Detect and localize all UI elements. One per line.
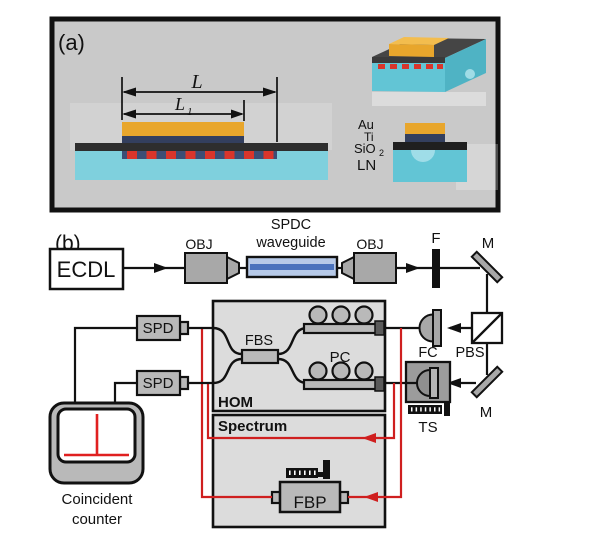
beam-arrow-right — [154, 263, 168, 273]
fc-lens-dome — [418, 313, 434, 343]
spd-bottom-box — [135, 369, 182, 397]
spd-bottom-port — [178, 375, 190, 391]
mirror-bottom-label: M — [480, 404, 493, 421]
fbp-label: FBP — [293, 493, 326, 512]
fbs-splitter — [240, 348, 280, 365]
ts-plate — [429, 367, 439, 399]
mirror-top-label: M — [482, 235, 495, 252]
beam-arrow-left — [447, 323, 461, 333]
au-electrode — [122, 122, 244, 136]
ti-layer — [122, 136, 244, 143]
legend-au: Au — [358, 117, 374, 132]
legend-ti: Ti — [364, 130, 374, 144]
front-waveguide-dome — [411, 150, 435, 162]
spdc-label-line2: waveguide — [255, 235, 325, 251]
filter-label: F — [431, 230, 440, 247]
spd-bottom — [135, 369, 190, 397]
3d-side-face — [445, 39, 486, 92]
spd-bottom-label: SPD — [143, 375, 174, 392]
legend-sio2-sub: 2 — [379, 148, 384, 158]
objective-right — [341, 252, 397, 284]
3d-sio2-edge — [372, 57, 445, 63]
fbp-knob — [323, 460, 330, 479]
spd-top-label: SPD — [143, 320, 174, 337]
sio2-layer — [75, 143, 328, 151]
layer-legend: Au Ti SiO 2 LN — [354, 117, 384, 174]
poled-region-strip — [122, 151, 277, 159]
dimension-lines: L L 1 — [121, 71, 278, 142]
dim-label-L: L — [190, 71, 202, 93]
spd-top-port — [178, 320, 190, 336]
front-sio2-layer — [393, 142, 467, 150]
fbp-ruler — [286, 468, 318, 478]
arrowhead — [231, 109, 244, 119]
ecdl-box — [48, 247, 125, 291]
3d-waveguide-port — [465, 69, 475, 79]
spd-top-box — [135, 314, 182, 342]
mirror-top — [470, 250, 504, 284]
fiber-coupler-fc — [385, 309, 442, 347]
ecdl-label: ECDL — [57, 257, 116, 282]
3d-poling-dashes — [378, 64, 443, 69]
fbp-body — [278, 480, 342, 514]
pc-label: PC — [330, 349, 351, 366]
spdc-waveguide-chip — [245, 255, 339, 279]
3d-au-front — [389, 44, 434, 57]
spdc-label-line1: SPDC — [271, 217, 311, 233]
fc-label: FC — [418, 345, 437, 361]
legend-ln: LN — [357, 157, 376, 174]
ts-knob — [444, 403, 450, 416]
counter-wire-bottom — [113, 381, 137, 403]
coincidence-counter — [48, 401, 145, 485]
legend-sio2: SiO — [354, 141, 376, 156]
pbs-cube — [470, 311, 504, 345]
ts-lens-dome — [416, 368, 431, 398]
red-path-spectrum — [206, 383, 396, 440]
pbs-label: PBS — [455, 345, 484, 361]
spdc-waveguide-core — [250, 264, 334, 270]
fbp-ruler-ticks — [289, 470, 316, 475]
waveguide-cross-section — [75, 122, 328, 180]
arrowhead — [122, 109, 136, 119]
device-front-view — [393, 123, 467, 182]
front-ti-layer — [405, 134, 445, 142]
fbp-knob-arm — [317, 472, 324, 477]
dim-label-L1-sub: 1 — [187, 106, 193, 118]
red-arrow-left — [364, 492, 378, 502]
3d-au-top — [389, 37, 449, 45]
translation-stage-ts — [385, 360, 452, 416]
panel-a-label: (a) — [58, 30, 85, 55]
poled-region-dashes — [127, 151, 274, 159]
spectrum-label: Spectrum — [218, 418, 287, 435]
3d-reflection — [372, 92, 486, 106]
fc-plate — [432, 309, 442, 347]
objective-left — [184, 252, 240, 284]
arrowhead — [122, 87, 136, 97]
counter-wire-top — [73, 326, 137, 403]
mirror-bottom — [470, 365, 504, 399]
ts-label: TS — [418, 419, 437, 436]
fbp-filter — [270, 460, 350, 514]
beam-arrow-right — [406, 263, 420, 273]
counter-label-line2: counter — [72, 511, 122, 528]
red-arrow-left — [362, 433, 376, 443]
dim-label-L1: L — [174, 94, 185, 114]
front-au-layer — [405, 123, 445, 134]
spd-top — [135, 314, 190, 342]
panel-b: (b) ECDL OBJ SPDC waveguide OBJ F — [48, 217, 504, 529]
pc-top — [302, 305, 386, 336]
filter-f — [432, 249, 440, 288]
obj-left-label: OBJ — [185, 236, 212, 252]
obj-right-label: OBJ — [356, 236, 383, 252]
panel-a: (a) — [49, 16, 501, 213]
counter-label-line1: Coincident — [62, 491, 134, 508]
hom-label: HOM — [218, 394, 253, 411]
red-path-fbp-left — [200, 328, 272, 499]
arrowhead — [263, 87, 277, 97]
beam-arrow-left — [447, 378, 461, 388]
ts-ruler-ticks — [411, 407, 441, 412]
device-3d-render — [372, 37, 486, 106]
pc-bottom — [302, 361, 386, 392]
fbs-label: FBS — [245, 333, 273, 349]
